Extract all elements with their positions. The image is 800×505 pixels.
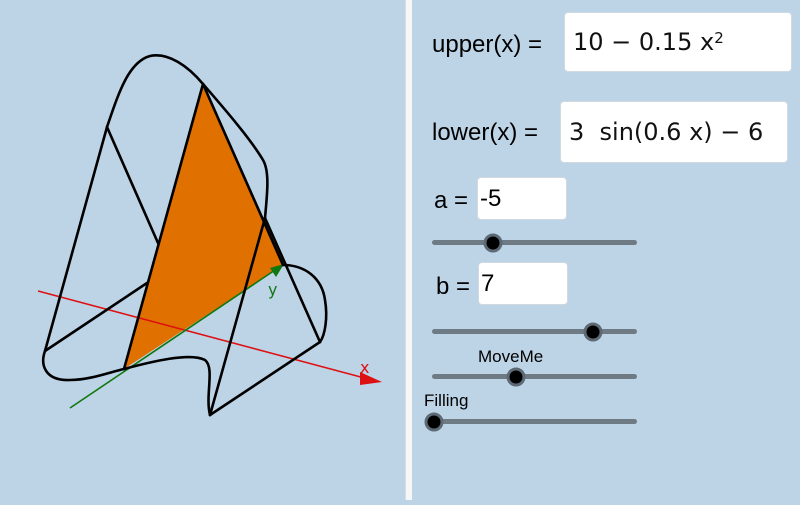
edge-left-inner <box>105 125 160 245</box>
triangle-edge-left <box>122 82 205 371</box>
a-label: a = <box>434 187 469 214</box>
lower-input[interactable]: 3 sin(0.6 x) − 6 <box>560 101 788 163</box>
edge-right-front <box>208 216 267 417</box>
x-axis-arrow-icon <box>360 372 382 385</box>
edge-left-outer <box>43 125 109 353</box>
lower-expression: 3 sin(0.6 x) − 6 <box>569 118 764 146</box>
right-bulge-curve <box>281 263 328 344</box>
triangle-edge-right2 <box>263 216 322 344</box>
a-slider-track[interactable] <box>432 240 637 245</box>
3d-graphics-view[interactable]: x y <box>0 0 405 500</box>
b-slider-knob[interactable] <box>583 322 603 342</box>
triangle-edge-right <box>201 82 285 267</box>
filling-slider-track[interactable] <box>432 419 637 424</box>
moveme-label: MoveMe <box>478 347 544 366</box>
moveme-slider-knob[interactable] <box>506 367 526 387</box>
y-axis-arrow-icon <box>270 264 284 277</box>
b-label: b = <box>436 273 471 300</box>
right-edge <box>797 0 800 500</box>
lower-label: lower(x) = <box>432 119 539 146</box>
moveme-slider-track[interactable] <box>432 374 637 379</box>
b-input[interactable]: 7 <box>478 262 568 305</box>
3d-solid-figure: x y <box>37 54 382 417</box>
cross-section-fill <box>124 84 283 369</box>
upper-exponent: 2 <box>714 29 724 47</box>
edge-lower-left <box>43 281 149 353</box>
filling-slider-knob[interactable] <box>424 412 444 432</box>
view-divider[interactable] <box>405 0 413 500</box>
a-slider-knob[interactable] <box>483 233 503 253</box>
edge-right-bottom <box>208 340 322 417</box>
y-axis-label: y <box>268 280 277 299</box>
x-axis <box>37 290 373 381</box>
upper-expression: 10 − 0.15 x <box>573 28 715 56</box>
lower-curve <box>41 349 212 417</box>
filling-label: Filling <box>424 391 469 410</box>
a-input[interactable]: -5 <box>477 177 567 220</box>
b-slider-track[interactable] <box>432 329 637 334</box>
upper-label: upper(x) = <box>432 31 543 58</box>
x-axis-label: x <box>360 358 369 377</box>
